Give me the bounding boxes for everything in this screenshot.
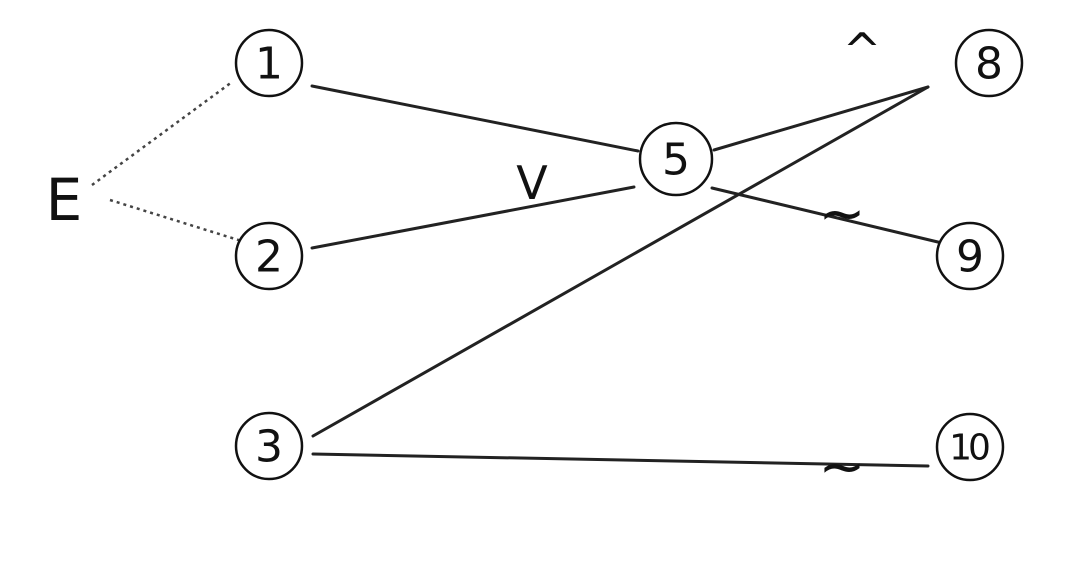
edge-2-5 [310,185,636,250]
node-10-label: 10 [949,428,989,469]
node-3: 3 [234,411,304,481]
node-10: 10 [935,412,1005,482]
node-2-label: 2 [255,232,283,283]
node-9-label: 9 [956,232,984,283]
node-1-label: 1 [255,39,283,90]
node-5: 5 [638,121,714,197]
node-5-label: 5 [662,135,690,186]
node-2: 2 [234,221,304,291]
edge-5-9 [710,186,944,245]
node-8-label: 8 [975,39,1003,90]
and-mark: ^ [843,23,882,77]
tilde-mark-9: ~ [819,182,866,247]
node-8: 8 [954,28,1024,98]
edge-e-1 [91,80,233,187]
edge-1-5 [310,84,640,153]
edge-3-8 [311,85,930,438]
or-mark: V [516,156,548,210]
edge-5-8 [712,85,930,152]
start-label-e: E [46,166,83,234]
edge-e-2 [109,198,249,245]
node-3-label: 3 [255,422,283,473]
tilde-mark-10: ~ [819,435,866,500]
node-1: 1 [234,28,304,98]
node-9: 9 [935,221,1005,291]
edge-3-10 [311,452,930,468]
